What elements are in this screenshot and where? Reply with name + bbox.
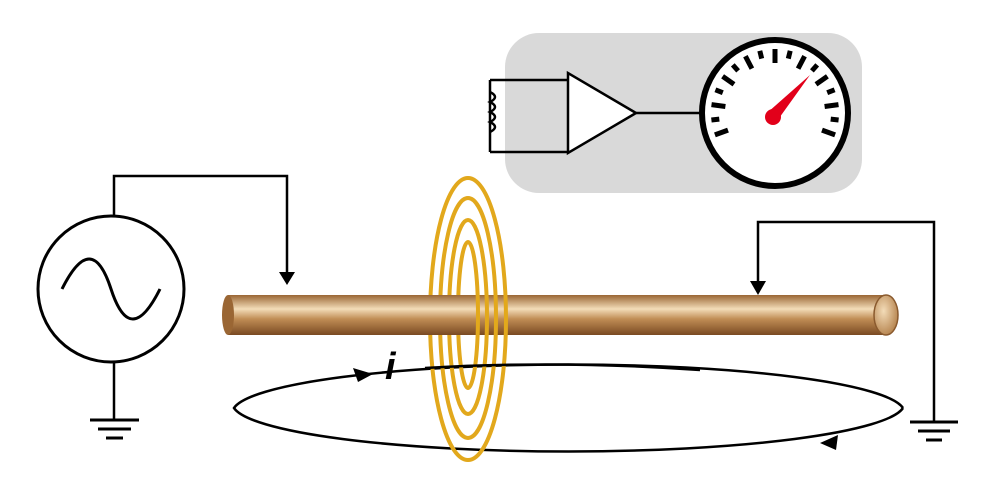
gauge-tick (757, 50, 765, 60)
conductor-rod-end-cap (873, 294, 899, 336)
current-label: i (385, 346, 396, 388)
gauge-tick (714, 127, 729, 138)
current-arrow-left (353, 368, 373, 382)
gauge-tick (824, 102, 839, 109)
gauge-ticks (711, 49, 839, 138)
gauge-tick (743, 55, 755, 70)
gauge-tick (721, 74, 736, 87)
current-arrow-right (820, 435, 838, 450)
gauge-tick (814, 74, 829, 87)
gauge-tick (714, 87, 724, 96)
gauge-tick (826, 87, 836, 96)
current-loop-path (232, 363, 905, 453)
gauge-needle (767, 75, 810, 121)
gauge-tick (810, 63, 820, 73)
magnetic-field-rings-front (467, 176, 508, 462)
gauge-tick (821, 127, 836, 138)
meter-panel (487, 33, 862, 193)
conductor-rod (222, 294, 899, 336)
gauge-tick (711, 116, 720, 123)
gauge-needle-hub (765, 109, 781, 125)
gauge-tick (830, 116, 839, 123)
amplifier-icon (566, 70, 703, 156)
current-loop (232, 363, 905, 453)
source-lead-arrowhead (279, 272, 295, 285)
return-wire (750, 220, 958, 442)
ac-source (36, 174, 295, 440)
gauge-tick (711, 102, 726, 109)
ground-icon (90, 418, 139, 440)
return-lead-arrowhead (750, 281, 766, 295)
source-lead-wire (112, 174, 289, 275)
current-loop-front-segment (424, 363, 701, 372)
gauge-tick (730, 63, 740, 73)
gauge-tick (785, 50, 793, 60)
gauge-tick (795, 55, 807, 70)
ground-icon (910, 420, 958, 442)
inductor-icon (487, 78, 568, 154)
ac-source-icon (36, 214, 186, 364)
gauge-icon (699, 37, 851, 189)
